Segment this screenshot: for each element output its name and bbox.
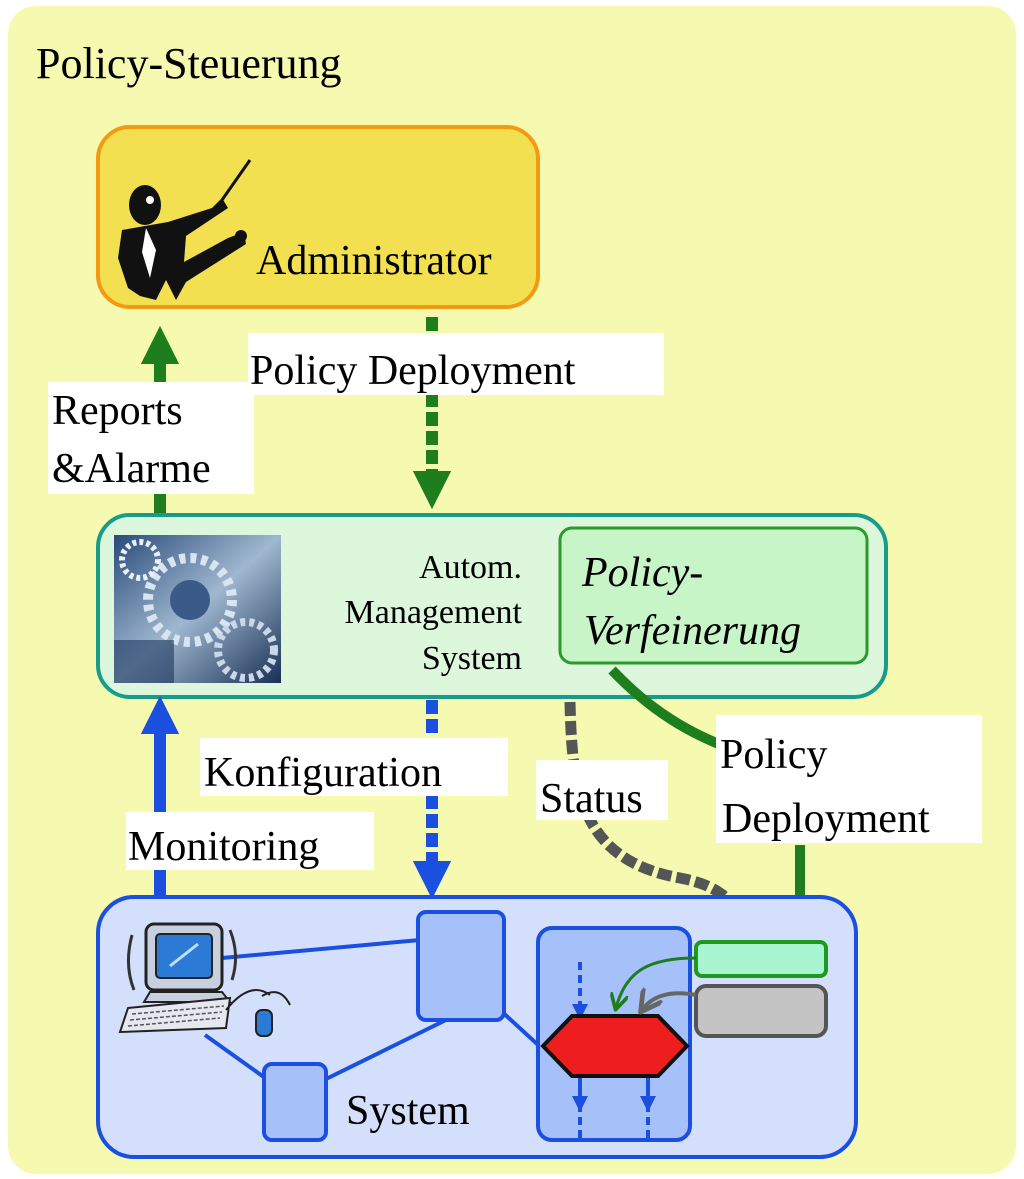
status-label: Status	[540, 776, 643, 822]
network-link	[323, 1016, 451, 1082]
konfiguration-label-bg	[200, 738, 508, 796]
policy-apply-arrow	[616, 956, 697, 1008]
system-label: System	[346, 1088, 470, 1134]
mgmt-label-line2: Management	[345, 594, 523, 631]
administrator-box: Administrator	[96, 125, 540, 309]
mgmt-label-line3: System	[422, 640, 522, 677]
network-link	[221, 938, 421, 960]
administrator-label: Administrator	[256, 238, 492, 284]
policy-deployment-right-label-bg	[716, 715, 982, 843]
page-title: Policy-Steuerung	[36, 39, 342, 88]
refinement-label-line2: Verfeinerung	[584, 608, 801, 654]
policy-refinement-box: Policy- Verfeinerung	[558, 526, 869, 665]
gears-image	[114, 535, 281, 683]
policy-deployment-right-line1: Policy	[720, 732, 827, 778]
conductor-icon	[118, 159, 252, 300]
network-link	[203, 1033, 270, 1082]
policy-deployment-right-line2: Deployment	[722, 796, 930, 842]
monitoring-label: Monitoring	[128, 824, 319, 870]
reports-label-line2: &Alarme	[52, 446, 211, 492]
monitoring-label-bg	[126, 812, 374, 870]
mgmt-label-line1: Autom.	[419, 549, 522, 586]
reports-label-line1: Reports	[52, 388, 183, 434]
status-read-arrow	[642, 993, 697, 1010]
stop-hexagon	[540, 1014, 690, 1078]
reports-label-bg	[48, 382, 254, 494]
refinement-label-line1: Policy-	[581, 550, 703, 596]
system-node	[416, 910, 506, 1022]
system-node	[262, 1062, 328, 1142]
policy-deployment-label: Policy Deployment	[250, 348, 576, 394]
policy-store-box	[694, 940, 828, 978]
konfiguration-label: Konfiguration	[204, 750, 442, 796]
managed-component	[536, 926, 692, 1142]
computer-icon	[118, 922, 291, 1037]
policy-deployment-label-bg	[248, 333, 664, 395]
system-box: System	[96, 895, 858, 1159]
status-label-bg	[536, 760, 668, 820]
status-store-box	[694, 984, 828, 1038]
management-system-box: Autom. Management System Policy- Verfein…	[96, 513, 888, 699]
